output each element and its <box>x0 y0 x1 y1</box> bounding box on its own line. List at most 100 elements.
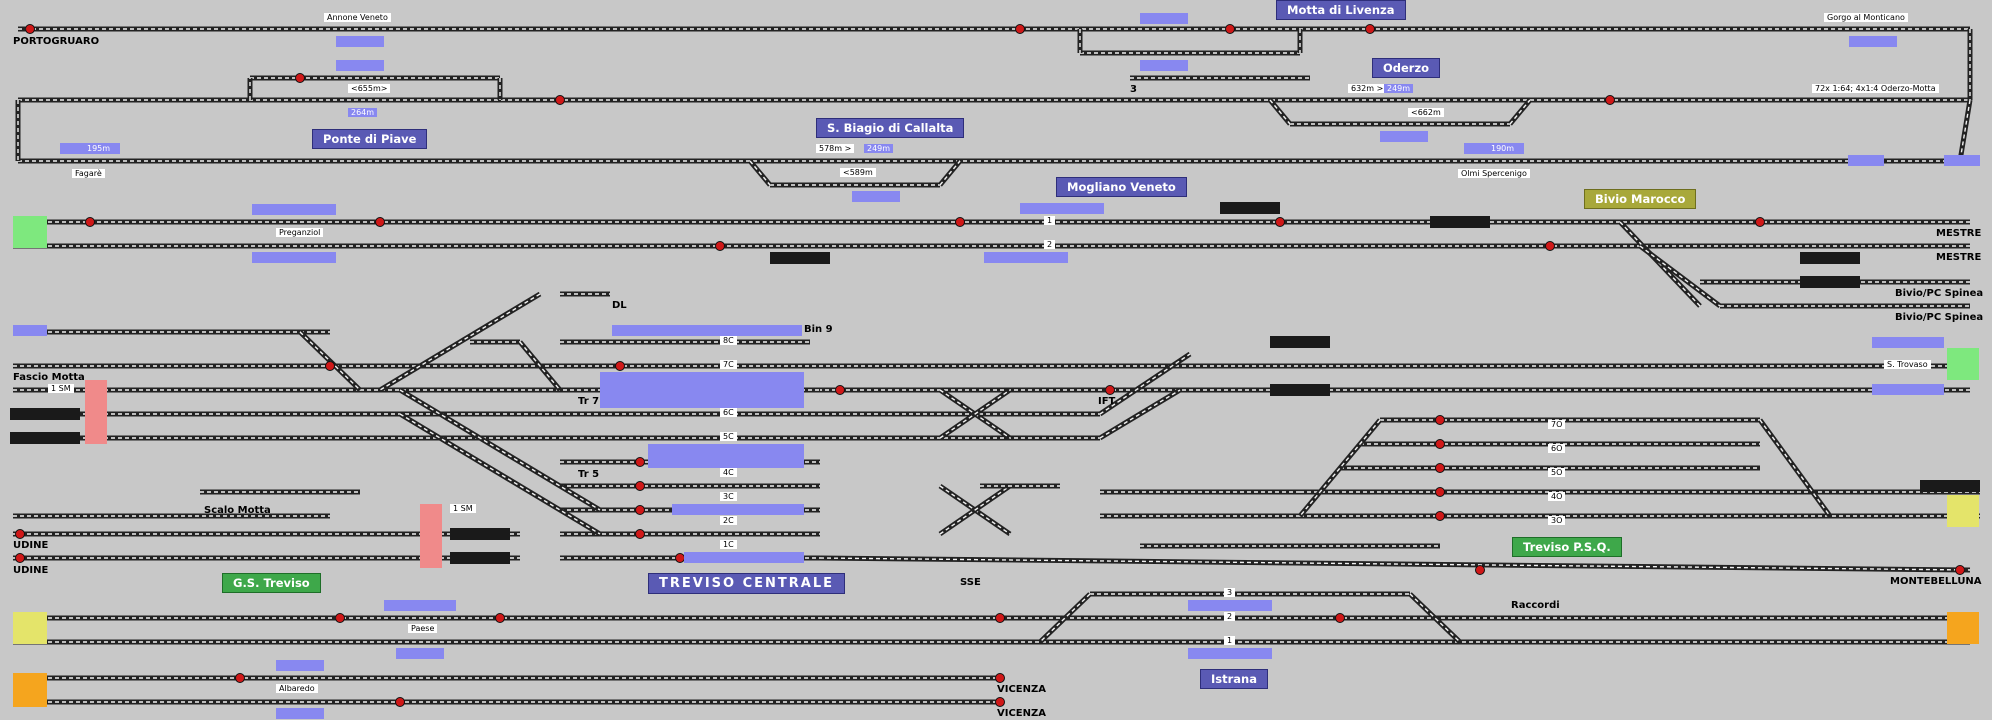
block-bar[interactable] <box>1848 155 1884 166</box>
train-set[interactable] <box>1220 202 1280 214</box>
signal-light[interactable] <box>85 217 95 227</box>
block-bar[interactable] <box>336 36 384 47</box>
signal-light[interactable] <box>1275 217 1285 227</box>
train-set[interactable] <box>10 408 80 420</box>
signal-light[interactable] <box>1955 565 1965 575</box>
signal-light[interactable] <box>955 217 965 227</box>
block-bar[interactable] <box>1380 131 1428 142</box>
block-bar[interactable] <box>1872 337 1944 348</box>
block-bar[interactable] <box>1188 648 1272 659</box>
track-segment[interactable] <box>1098 351 1192 417</box>
block-bar[interactable] <box>384 600 456 611</box>
signal-light[interactable] <box>995 697 1005 707</box>
signal-light[interactable] <box>395 697 405 707</box>
panel-yellow-right[interactable] <box>1947 495 1979 527</box>
station-treviso-centrale[interactable]: TREVISO CENTRALE <box>648 573 845 594</box>
block-bar[interactable] <box>984 252 1068 263</box>
measure-label: <662m <box>1408 108 1444 117</box>
station-gs-treviso[interactable]: G.S. Treviso <box>222 573 321 593</box>
signal-light[interactable] <box>555 95 565 105</box>
block-bar[interactable] <box>852 191 900 202</box>
signal-light[interactable] <box>635 457 645 467</box>
block-bar[interactable] <box>1872 384 1944 395</box>
train-set[interactable] <box>1920 480 1980 492</box>
block-bar[interactable] <box>1020 203 1104 214</box>
signal-light[interactable] <box>995 613 1005 623</box>
station-mogliano[interactable]: Mogliano Veneto <box>1056 177 1187 197</box>
signal-light[interactable] <box>25 24 35 34</box>
block-bar[interactable] <box>276 660 324 671</box>
block-bar[interactable] <box>1188 600 1272 611</box>
train-set[interactable] <box>1270 336 1330 348</box>
signal-light[interactable] <box>1435 511 1445 521</box>
panel-red-2[interactable] <box>420 504 442 568</box>
track-dashes <box>519 341 561 391</box>
signal-light[interactable] <box>635 505 645 515</box>
signal-light[interactable] <box>1435 463 1445 473</box>
panel-green-left[interactable] <box>13 216 47 248</box>
train-set[interactable] <box>1800 252 1860 264</box>
block-bar[interactable] <box>612 325 802 336</box>
station-ponte-piave[interactable]: Ponte di Piave <box>312 129 428 149</box>
block-bar[interactable] <box>648 444 804 468</box>
signal-light[interactable] <box>1435 415 1445 425</box>
train-set[interactable] <box>1270 384 1330 396</box>
block-bar[interactable] <box>600 372 804 408</box>
panel-orange-left[interactable] <box>13 673 47 707</box>
signal-light[interactable] <box>1545 241 1555 251</box>
signal-light[interactable] <box>295 73 305 83</box>
train-set[interactable] <box>770 252 830 264</box>
station-istrana[interactable]: Istrana <box>1200 669 1268 689</box>
station-oderzo[interactable]: Oderzo <box>1372 58 1441 78</box>
train-set[interactable] <box>1430 216 1490 228</box>
signal-light[interactable] <box>335 613 345 623</box>
station-bivio-marocco[interactable]: Bivio Marocco <box>1584 189 1697 209</box>
signal-light[interactable] <box>15 553 25 563</box>
panel-green-right[interactable] <box>1947 348 1979 380</box>
block-bar[interactable] <box>1140 60 1188 71</box>
block-bar[interactable] <box>13 325 47 336</box>
block-bar[interactable] <box>252 252 336 263</box>
signal-light[interactable] <box>1225 24 1235 34</box>
train-set[interactable] <box>450 528 510 540</box>
signal-light[interactable] <box>835 385 845 395</box>
signal-light[interactable] <box>715 241 725 251</box>
panel-yellow-left[interactable] <box>13 612 47 644</box>
signal-light[interactable] <box>1365 24 1375 34</box>
block-bar[interactable] <box>276 708 324 719</box>
signal-light[interactable] <box>495 613 505 623</box>
signal-light[interactable] <box>1755 217 1765 227</box>
block-bar[interactable] <box>336 60 384 71</box>
block-bar[interactable] <box>1140 13 1188 24</box>
block-bar[interactable] <box>396 648 444 659</box>
block-bar[interactable] <box>1849 36 1897 47</box>
block-bar[interactable] <box>252 204 336 215</box>
signal-light[interactable] <box>1105 385 1115 395</box>
signal-light[interactable] <box>1435 439 1445 449</box>
train-set[interactable] <box>1800 276 1860 288</box>
signal-light[interactable] <box>1605 95 1615 105</box>
signal-light[interactable] <box>635 529 645 539</box>
station-motta[interactable]: Motta di Livenza <box>1276 0 1406 20</box>
signal-light[interactable] <box>995 673 1005 683</box>
track-segment[interactable] <box>1298 418 1382 518</box>
signal-light[interactable] <box>325 361 335 371</box>
panel-red-1[interactable] <box>85 380 107 444</box>
panel-orange-right[interactable] <box>1947 612 1979 644</box>
signal-light[interactable] <box>1435 487 1445 497</box>
station-treviso-psq[interactable]: Treviso P.S.Q. <box>1512 537 1622 557</box>
block-bar[interactable] <box>672 504 804 515</box>
signal-light[interactable] <box>1475 565 1485 575</box>
train-set[interactable] <box>450 552 510 564</box>
signal-light[interactable] <box>375 217 385 227</box>
signal-light[interactable] <box>635 481 645 491</box>
station-s-biagio[interactable]: S. Biagio di Callalta <box>816 118 965 138</box>
signal-light[interactable] <box>15 529 25 539</box>
signal-light[interactable] <box>1335 613 1345 623</box>
signal-light[interactable] <box>235 673 245 683</box>
train-set[interactable] <box>10 432 80 444</box>
signal-light[interactable] <box>1015 24 1025 34</box>
block-bar[interactable] <box>684 552 804 563</box>
signal-light[interactable] <box>615 361 625 371</box>
block-bar[interactable] <box>1944 155 1980 166</box>
